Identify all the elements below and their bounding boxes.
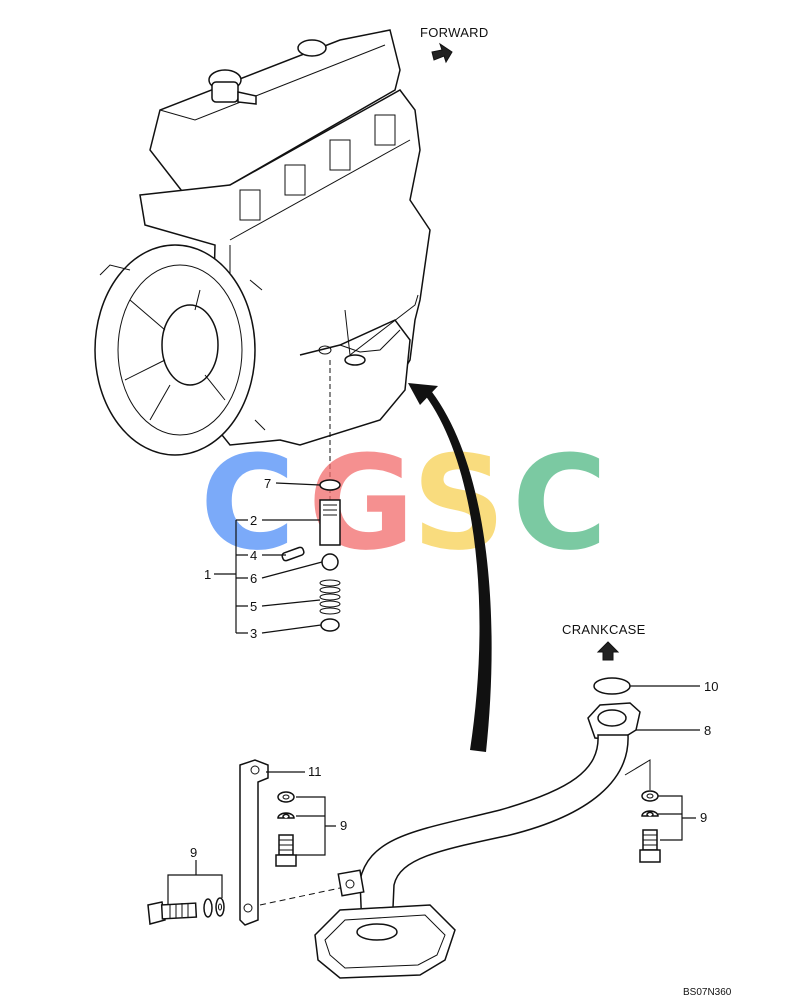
callout-6: 6 [250,571,257,586]
part-5-spring [319,579,341,615]
callout-7: 7 [264,476,271,491]
fastener-set-right [624,759,661,863]
watermark-letter-1: C [200,427,295,579]
part-4-pin [281,546,305,562]
callout-8: 8 [704,723,711,738]
callout-10: 10 [704,679,718,694]
callout-bracket-1 [214,482,323,634]
forward-arrow-icon [431,42,453,64]
part-6-ball [321,553,339,571]
part-10-o-ring [593,677,631,695]
watermark: C G S C [200,427,607,579]
watermark-letter-4: C [512,427,607,579]
part-3-plug [320,618,340,632]
callout-3: 3 [250,626,257,641]
relief-valve-parts [281,479,341,632]
bracket-guide-line [259,887,341,906]
drawing-code: BS07N360 [683,987,732,998]
fastener-set-left [147,897,225,925]
callout-9-right: 9 [700,810,707,825]
forward-caption: FORWARD [420,25,489,40]
callout-5: 5 [250,599,257,614]
callout-9-mid: 9 [340,818,347,833]
fastener-set-middle [275,791,297,867]
part-11-bracket [239,759,269,926]
crankcase-caption: CRANKCASE [562,622,646,637]
assembly-direction-arrow-icon [408,383,492,752]
callout-4: 4 [250,548,257,563]
callout-2: 2 [250,513,257,528]
callout-1: 1 [204,567,211,582]
part-7-gasket [319,479,341,491]
callout-11: 11 [308,764,322,779]
part-8-suction-pipe [314,702,641,979]
engine-block-illustration [94,29,431,456]
callout-9-left: 9 [190,845,197,860]
crankcase-arrow-icon [596,641,620,661]
part-2-body [319,499,341,546]
